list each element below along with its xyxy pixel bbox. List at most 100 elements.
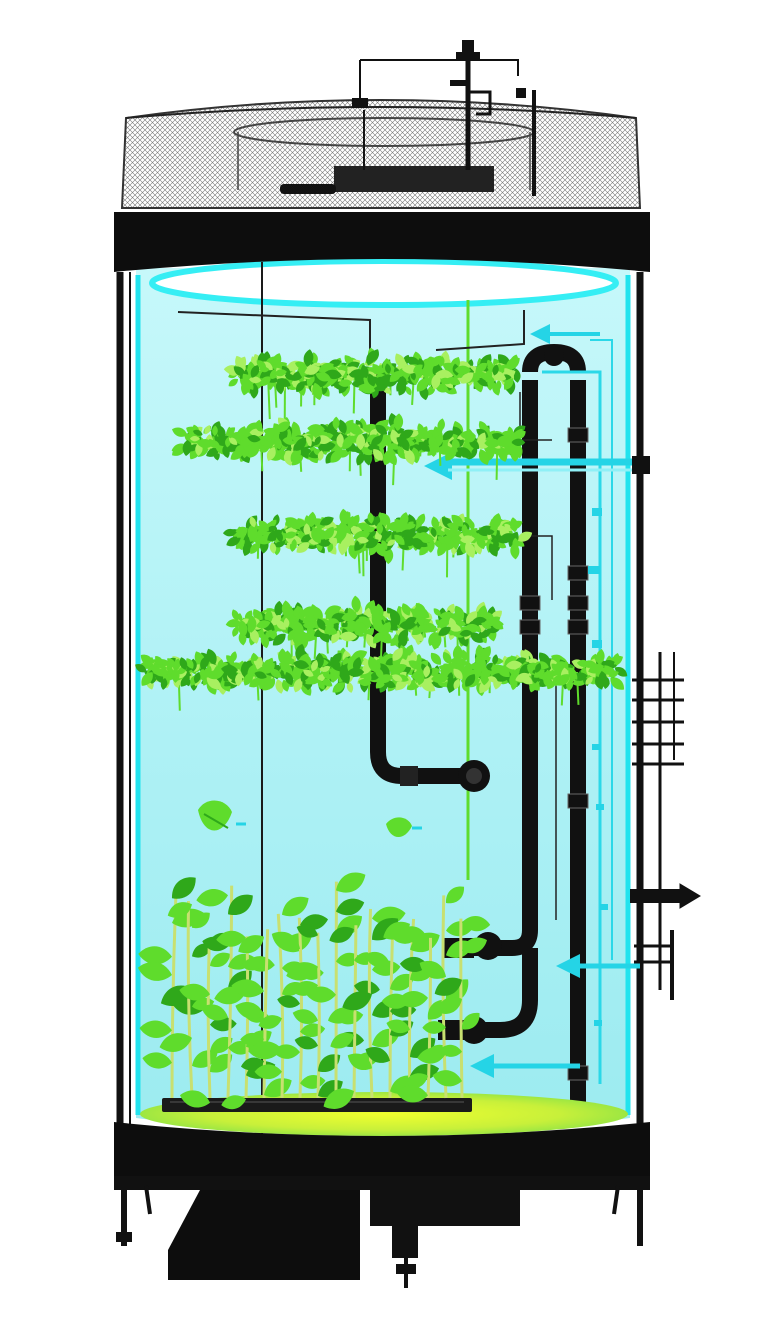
leaf-icon: [438, 626, 451, 636]
leaf-icon: [226, 536, 241, 547]
leaf-icon: [417, 1047, 446, 1064]
leaf-icon: [271, 931, 300, 952]
leaf-icon: [248, 1041, 282, 1060]
leaf-icon: [198, 800, 232, 831]
leaf-icon: [346, 681, 354, 693]
leaf-icon: [453, 668, 463, 680]
leaf-icon: [487, 676, 498, 683]
leaf-icon: [352, 657, 362, 672]
tank-base: [114, 1122, 650, 1288]
leaf-icon: [254, 671, 267, 679]
leaf-icon: [436, 996, 462, 1014]
leaf-icon: [186, 658, 194, 669]
seedling-bed: [137, 872, 628, 1136]
leaf-icon: [250, 364, 260, 378]
leaf-icon: [312, 382, 323, 401]
leaf-icon: [274, 369, 287, 377]
leaf-icon: [367, 373, 376, 387]
canopy-tier: [222, 508, 533, 578]
leaf-icon: [141, 672, 153, 686]
top-collar: [114, 212, 650, 272]
leaf-icon: [199, 668, 206, 681]
leaf-icon: [249, 677, 263, 688]
leaf-icon: [179, 983, 210, 1001]
leaf-icon: [330, 449, 343, 463]
leaf-icon: [485, 662, 493, 670]
leaf-icon: [235, 445, 244, 452]
leaf-icon: [431, 355, 442, 367]
leaf-icon: [293, 678, 303, 693]
leaf-icon: [447, 522, 459, 530]
leaf-icon: [307, 511, 317, 528]
leaf-icon: [408, 660, 421, 670]
leaf-icon: [206, 648, 217, 665]
leaf-icon: [437, 542, 447, 557]
leaf-icon: [208, 438, 216, 449]
leaf-icon: [259, 366, 270, 373]
leaf-icon: [269, 668, 282, 678]
leaf-icon: [358, 678, 372, 686]
leaf-icon: [392, 647, 403, 661]
leaf-icon: [445, 886, 465, 904]
leaf-icon: [417, 672, 425, 686]
leaf-icon: [206, 447, 220, 457]
leaf-icon: [488, 543, 498, 557]
leaf-icon: [460, 372, 474, 384]
leaf-icon: [274, 436, 282, 450]
leaf-icon: [274, 600, 284, 617]
leaf-icon: [255, 656, 263, 670]
leaf-icon: [306, 986, 336, 1003]
leaf-icon: [418, 441, 430, 452]
leaf-icon: [511, 438, 526, 447]
leaf-icon: [439, 1044, 462, 1057]
leaf-icon: [460, 535, 475, 544]
leaf-icon: [266, 525, 276, 533]
leaf-icon: [277, 378, 291, 387]
leaf-icon: [172, 427, 188, 437]
leaf-icon: [595, 648, 605, 665]
leaf-icon: [347, 620, 355, 633]
leaf-icon: [430, 652, 442, 665]
canopy-tier: [171, 413, 526, 486]
leaf-icon: [259, 376, 271, 386]
leaf-icon: [367, 444, 380, 451]
external-manifold: [630, 652, 701, 1000]
plant-canopy-tiers: [135, 347, 628, 711]
leaf-icon: [381, 512, 391, 526]
leaf-icon: [264, 429, 275, 442]
leaf-icon: [406, 356, 421, 367]
leaf-icon: [342, 991, 372, 1011]
leaf-icon: [356, 452, 365, 466]
leaf-icon: [222, 528, 237, 537]
leaf-icon: [258, 1015, 282, 1029]
leaf-icon: [299, 363, 308, 378]
leaf-icon: [465, 674, 476, 687]
leaf-icon: [255, 424, 264, 432]
leaf-icon: [288, 520, 300, 530]
leaf-icon: [406, 527, 416, 540]
leaf-icon: [172, 658, 181, 672]
leaf-icon: [371, 436, 383, 446]
leaf-icon: [210, 952, 231, 968]
leaf-icon: [340, 668, 350, 685]
leaf-icon: [282, 896, 309, 917]
leaf-icon: [307, 424, 325, 434]
leaf-icon: [509, 672, 518, 689]
leaf-icon: [480, 646, 491, 661]
leaf-icon: [394, 534, 405, 545]
leaf-icon: [292, 1009, 318, 1025]
leaf-icon: [339, 631, 358, 642]
leaf-icon: [431, 673, 449, 684]
leaf-icon: [440, 377, 452, 385]
leaf-icon: [459, 629, 473, 637]
leaf-icon: [372, 363, 382, 376]
leaf-icon: [247, 434, 261, 443]
leaf-icon: [347, 1053, 372, 1071]
leaf-icon: [486, 612, 494, 622]
leaf-icon: [442, 651, 452, 665]
leaf-icon: [311, 659, 318, 672]
leaf-icon: [543, 672, 554, 680]
leaf-icon: [349, 426, 364, 435]
leaf-icon: [432, 441, 440, 453]
leaf-icon: [453, 678, 461, 690]
